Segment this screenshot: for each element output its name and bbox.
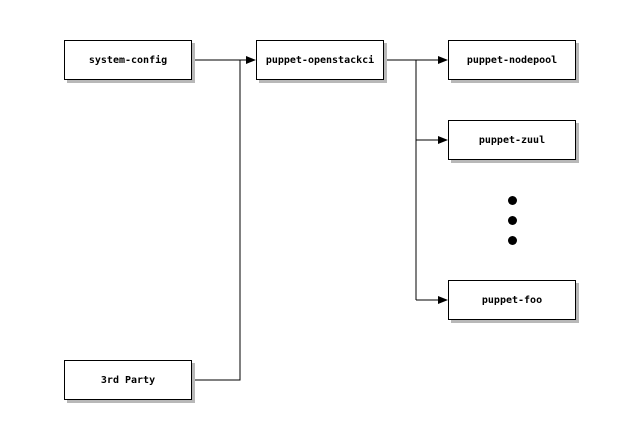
- node-puppet-zuul: puppet-zuul: [448, 120, 576, 160]
- node-third-party: 3rd Party: [64, 360, 192, 400]
- node-label: system-config: [88, 54, 168, 66]
- node-puppet-nodepool: puppet-nodepool: [448, 40, 576, 80]
- node-label: 3rd Party: [100, 374, 156, 386]
- node-label: puppet-nodepool: [466, 54, 558, 66]
- node-label: puppet-foo: [481, 294, 543, 306]
- node-puppet-openstackci: puppet-openstackci: [256, 40, 384, 80]
- node-puppet-foo: puppet-foo: [448, 280, 576, 320]
- ellipsis-dot: [508, 216, 517, 225]
- node-system-config: system-config: [64, 40, 192, 80]
- edge-third-party-to-openstackci: [192, 60, 241, 381]
- ellipsis-dot: [508, 236, 517, 245]
- node-label: puppet-zuul: [478, 134, 546, 146]
- node-label: puppet-openstackci: [265, 54, 375, 66]
- ellipsis-dot: [508, 196, 517, 205]
